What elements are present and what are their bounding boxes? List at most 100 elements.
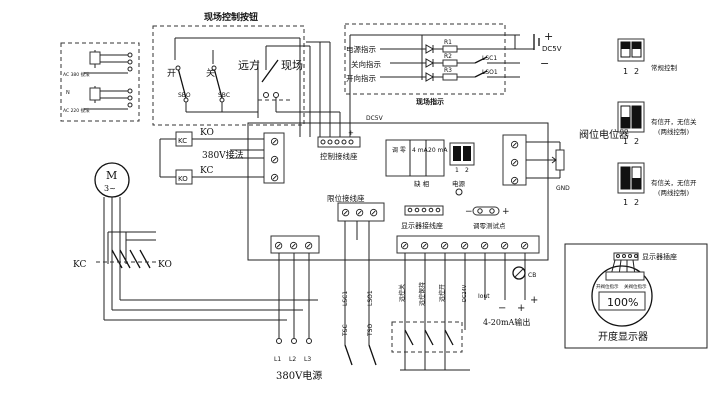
terminal-screw: ⊘ [369, 206, 378, 219]
motor-m: M [106, 169, 117, 182]
terminal-screw: ⊘ [460, 239, 469, 252]
ma4-label: 4 mA [412, 147, 429, 154]
motor-phase: 3~ [104, 184, 116, 193]
ammeter-symbol [512, 266, 526, 280]
output-plus-right: + [530, 295, 538, 306]
r2-label: R2 [444, 53, 452, 60]
terminal-screw: ⊘ [270, 153, 279, 166]
lso1-switch-label: LSO1 [367, 290, 374, 306]
ac220-label: AC 220 接法 [63, 107, 90, 114]
indicator-title: 现场指示 [416, 97, 444, 106]
power-terminal-block [270, 235, 320, 254]
dip-mode3-label1: 有信关，无信开 [651, 178, 697, 187]
ko-contact-label: KO [200, 128, 214, 138]
display-dial [591, 265, 653, 327]
signal-wiring: 远控关 远控保持 远控开 DC24V Iout CB − + + 4-20mA输… [391, 253, 538, 371]
field-buttons-title: 现场控制按钮 [204, 11, 258, 23]
remote-open-label: 远控开 [438, 284, 446, 302]
terminal-screw: ⊘ [289, 239, 298, 252]
tuning-label: 调 零 [392, 146, 406, 154]
dip-mode2-n2: 2 [634, 137, 639, 146]
dip-normal-n1: 1 [623, 67, 628, 76]
terminal-screw: ⊘ [270, 171, 279, 184]
mini-schematic: AC 380 接法 N AC 220 接法 [60, 42, 140, 122]
terminal-screw: ⊘ [400, 239, 409, 252]
l1-label: L1 [274, 356, 281, 363]
terminal-screw: ⊘ [440, 239, 449, 252]
dip-switch-normal: 1 2 常规控制 [617, 38, 678, 76]
power-source: L1 L2 L3 380V电源 [274, 253, 322, 382]
local-label: 现场 [281, 58, 303, 72]
neutral-label: N [66, 90, 70, 96]
dip-mode2-label2: (两线控制) [658, 127, 690, 136]
terminal-screw: ⊘ [420, 239, 429, 252]
led-opened [425, 72, 435, 82]
remote-switch-group [391, 321, 463, 353]
display-readout-box [598, 291, 646, 311]
lso1-label: LSO1 [482, 69, 498, 76]
l3-label: L3 [304, 356, 311, 363]
valve-potentiometer: 阀位电位器 GND [526, 128, 629, 192]
ma20-label: 20 mA [428, 147, 448, 154]
potentiometer-label-text: 阀位电位器 [579, 128, 629, 141]
lsc1-switch-label: LSC1 [342, 291, 349, 306]
terminal-screw: ⊘ [355, 206, 364, 219]
cb-label: CB [528, 272, 536, 279]
terminal-screw: ⊘ [270, 135, 279, 148]
display-socket-label: 显示器接线座 [401, 221, 443, 230]
display-header: 显示器插座 [642, 252, 677, 261]
zero-test-minus: − [465, 207, 473, 217]
terminal-screw: ⊘ [304, 239, 313, 252]
motor-section: M 3~ KC KO KC KO KO 380V接法 KC [73, 128, 318, 321]
wiring-380-label: 380V接法 [202, 149, 244, 161]
terminal-screw: ⊘ [510, 156, 519, 169]
output-plus-left: + [517, 303, 525, 314]
board-dip-n2: 2 [465, 167, 469, 174]
limit-terminal-block [337, 202, 385, 222]
terminal-screw: ⊘ [510, 138, 519, 151]
kc-contact-label: KC [200, 166, 213, 176]
board-power-label: 电源 [452, 179, 466, 188]
dip-mode3-label2: (两线控制) [658, 188, 690, 197]
terminal-screw: ⊘ [500, 239, 509, 252]
power-indicator-label: 电源指示 [346, 44, 376, 54]
close-button-label: 关 [206, 67, 215, 79]
terminal-screw: ⊘ [341, 206, 350, 219]
dip-normal-n2: 2 [634, 67, 639, 76]
dip-switch-mode3: 1 2 有信关，无信开 (两线控制) [617, 162, 697, 207]
display-value: 100% [607, 296, 638, 309]
dip-mode3-n1: 1 [623, 198, 628, 207]
dc5v-label: DC5V [542, 45, 562, 53]
ko-bottom-label: KO [158, 260, 172, 270]
output-minus: − [498, 303, 506, 314]
ac380-label: AC 380 接法 [63, 71, 90, 78]
r1-label: R1 [444, 39, 452, 46]
control-board: DC5V + 控制接线座 调 零 4 mA 20 mA 缺 相 1 2 电源 ⊘… [247, 34, 549, 261]
led-power [425, 44, 435, 54]
tsc-label: TSC [342, 324, 349, 337]
opening-display: 显示器插座 开阀位指示 关阀位指示 100% 开度显示器 [564, 243, 708, 349]
sbo-label: SBO [178, 92, 191, 99]
limit-socket-label: 限位接线座 [327, 193, 365, 203]
ko-coil-label: KO [178, 175, 188, 183]
board-dip-n1: 1 [455, 167, 459, 174]
potentiometer-label: 阀位电位器 [579, 128, 629, 141]
status-led-block [385, 139, 445, 177]
board-dc5v-label: DC5V [366, 115, 384, 122]
tso-label: TSO [367, 324, 374, 337]
output-label: 4-20mA输出 [483, 317, 530, 327]
sbc-label: SBC [218, 92, 230, 99]
field-indicator: 现场指示 电源指示 关向指示 开向指示 R1 R2 R3 LSC1 LSO1 +… [344, 23, 562, 106]
dc-minus: − [540, 57, 549, 70]
lsc1-label: LSC1 [482, 55, 497, 62]
terminal-screw: ⊘ [274, 239, 283, 252]
board-plus: + [348, 129, 354, 137]
remote-label: 远方 [238, 58, 260, 72]
l2-label: L2 [289, 356, 296, 363]
dc-plus: + [544, 30, 553, 43]
remote-close-label: 远控关 [398, 284, 406, 302]
power-source-label: 380V电源 [276, 369, 322, 382]
power-led [455, 188, 463, 196]
terminal-screw: ⊘ [480, 239, 489, 252]
kc-bottom-label: KC [73, 260, 86, 270]
